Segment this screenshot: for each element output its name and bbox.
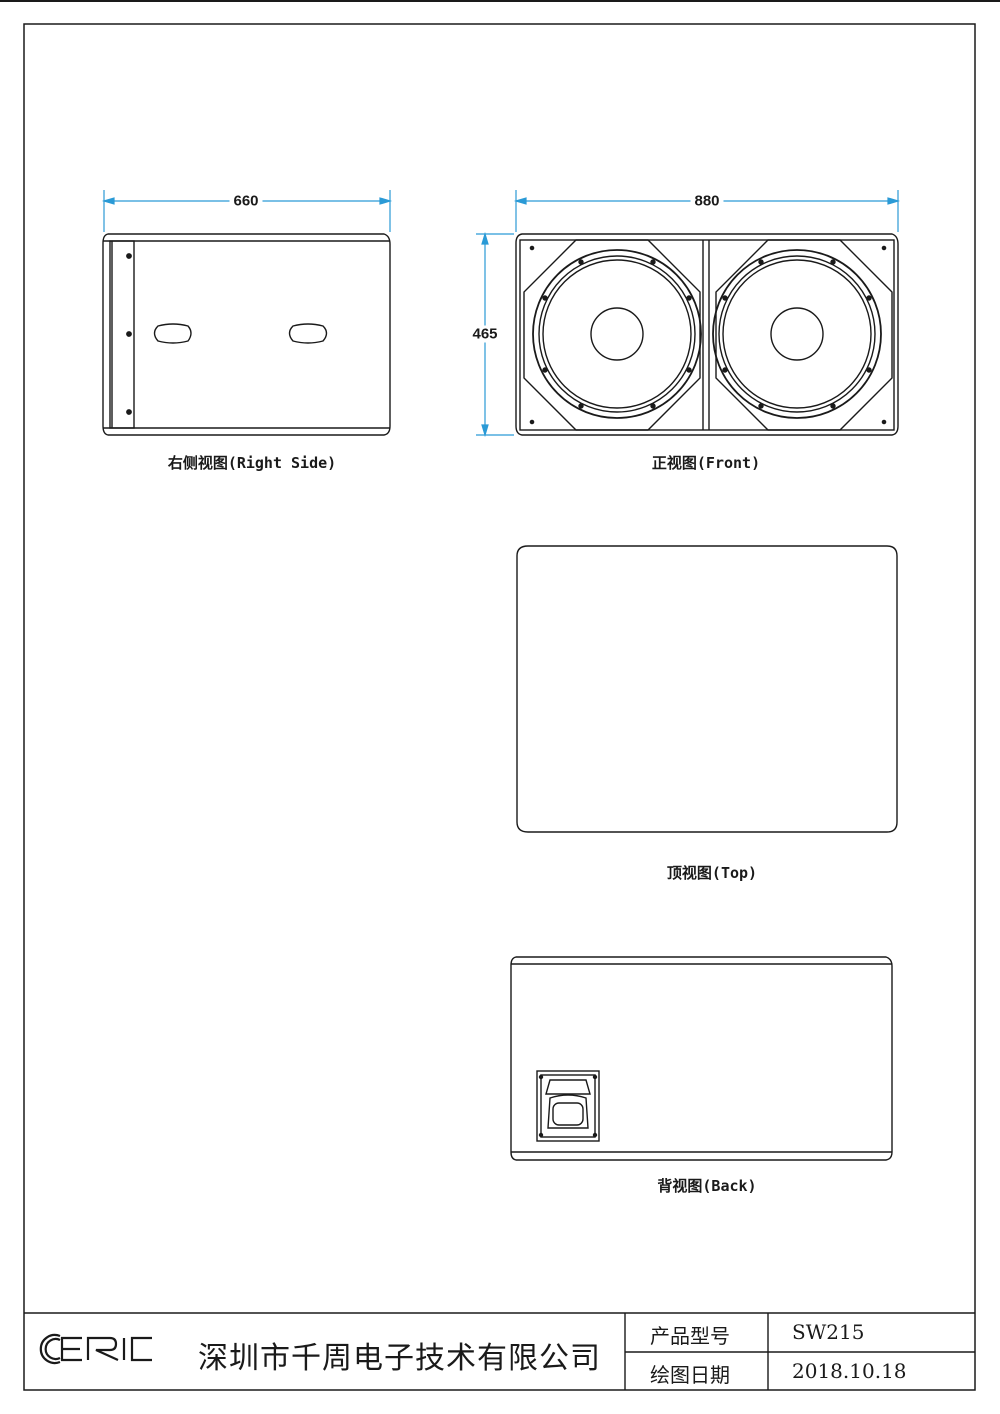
input-panel-icon <box>536 1070 600 1142</box>
eric-logo-icon <box>39 1333 152 1365</box>
top-caption: 顶视图(Top) <box>666 864 758 882</box>
side-handle-right-icon <box>288 323 328 344</box>
front-view <box>515 233 899 436</box>
model-value: SW215 <box>792 1320 865 1344</box>
rail-bolt-icon <box>126 409 132 415</box>
rail-bolt-icon <box>126 253 132 259</box>
dimension-label-465: 465 <box>468 325 502 343</box>
model-label: 产品型号 <box>650 1324 730 1348</box>
rail-bolt-icon <box>126 331 132 337</box>
woofer-right-icon <box>712 249 882 419</box>
date-value: 2018.10.18 <box>792 1359 907 1383</box>
dimension-label-880: 880 <box>690 192 724 210</box>
front-caption: 正视图(Front) <box>651 454 761 472</box>
date-label: 绘图日期 <box>650 1363 730 1387</box>
woofer-left-icon <box>532 249 702 419</box>
dimension-label-660: 660 <box>229 192 263 210</box>
back-view <box>510 956 893 1161</box>
baffle-left <box>523 239 701 431</box>
right-side-caption: 右侧视图(Right Side) <box>167 454 337 472</box>
baffle-right <box>715 239 893 431</box>
back-caption: 背视图(Back) <box>657 1177 757 1195</box>
side-handle-left-icon <box>153 323 192 344</box>
company-name: 深圳市千周电子技术有限公司 <box>198 1341 601 1376</box>
title-block <box>24 1312 975 1390</box>
side-rail <box>109 240 135 429</box>
right-side-view <box>102 233 391 436</box>
sheet-border <box>23 23 976 1391</box>
top-view <box>516 545 898 833</box>
